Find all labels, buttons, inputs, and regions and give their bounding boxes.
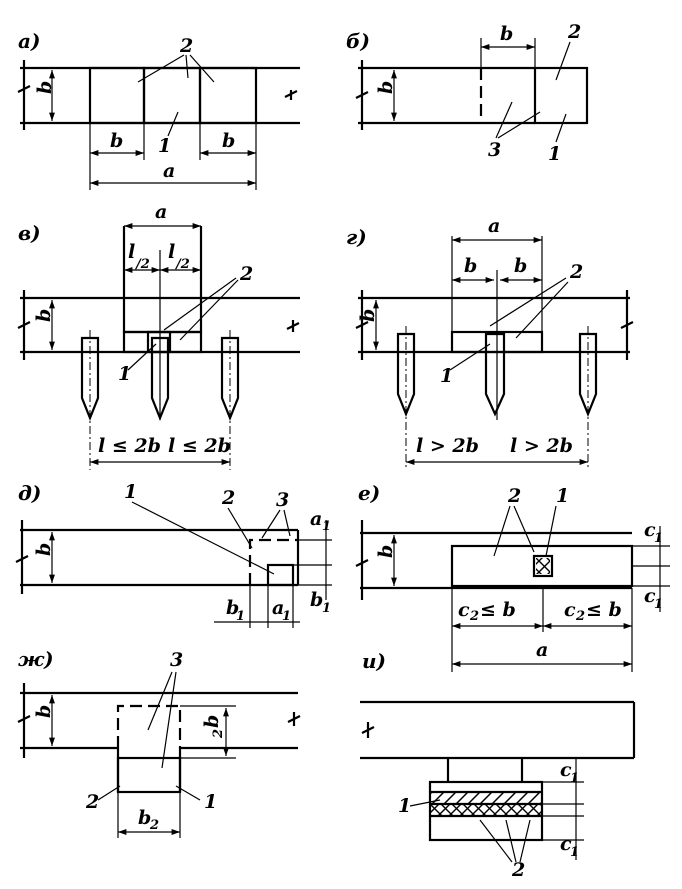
dim-label: 1 [322,519,331,534]
dim-label: b [33,705,55,718]
dim-label: 2 [149,818,159,833]
dim-label: c [644,585,656,607]
callout-3: 3 [276,489,289,511]
callout-2: 2 [179,35,193,57]
dim-label: 1 [570,845,579,860]
dim-label: l > 2b [510,435,573,457]
panel-v: в) a l /2 l /2 b 1 2 l ≤ 2b l ≤ 2b [17,201,300,470]
callout-3: 3 [488,139,501,161]
dim-label: 2 [211,729,226,739]
dim-label: l [168,241,175,263]
callout-1: 1 [124,481,137,503]
panel-v-tag: в) [18,221,41,245]
dim-label: b [310,589,323,611]
callout-1: 1 [118,363,131,385]
dim-label: 1 [570,771,579,786]
dim-label: b [357,309,379,322]
dim-label: c [560,833,572,855]
dim-label: b [375,545,397,558]
dim-label: c [564,599,576,621]
panel-zh-tag: ж) [18,647,54,671]
dim-label: 1 [654,531,663,546]
dim-label: b [222,130,235,152]
callout-2: 2 [85,791,99,813]
callout-1: 1 [548,143,561,165]
dim-label: b [138,807,151,829]
dim-label: ≤ b [480,599,516,621]
panel-e: е) b 2 1 c 1 c 1 c 2 ≤ b c 2 ≤ b a [355,481,670,672]
panel-g: г) a b b b 1 2 l > 2b l > 2b [346,215,634,470]
dim-label: 2 [469,609,479,624]
callout-2: 2 [507,485,521,507]
dim-label: c [560,759,572,781]
dim-label: b [226,597,239,619]
dim-label: b [33,309,55,322]
callout-2: 2 [511,859,525,881]
dim-label: b [33,543,55,556]
dim-label: a [163,160,175,182]
dim-label: b [500,23,513,45]
callout-2: 2 [569,261,583,283]
callout-1: 1 [204,791,217,813]
panel-d: д) b 1 2 3 a 1 b 1 b 1 a 1 [15,481,332,628]
callout-1: 1 [440,365,453,387]
panel-a: а) b 2 1 b b a [17,29,300,190]
panel-i-tag: и) [362,649,386,673]
panel-zh: ж) b 3 b 2 2 1 b 2 [17,647,301,838]
callout-2: 2 [239,263,253,285]
callout-1: 1 [158,135,171,157]
panel-g-tag: г) [346,225,367,249]
dim-label: a [536,639,548,661]
panel-b: б) b b 2 3 1 [346,21,589,165]
callout-3: 3 [170,649,183,671]
dim-label: b [514,255,527,277]
dim-label: l [128,241,135,263]
panel-b-tag: б) [346,29,370,53]
dim-label: a [310,508,322,530]
dim-label: b [201,715,223,728]
dim-label: ≤ b [586,599,622,621]
panel-d-tag: д) [18,481,41,505]
dim-label: c [644,519,656,541]
dim-label: b [375,81,397,94]
callout-1: 1 [556,485,569,507]
dim-label: a [488,215,500,237]
dim-label: b [34,81,56,94]
dim-label: a [272,597,284,619]
callout-2: 2 [567,21,581,43]
dim-label: 2 [575,609,585,624]
dim-label: /2 [134,257,150,272]
panel-i: и) c 1 c 1 1 2 [360,649,636,881]
panel-a-tag: а) [18,29,40,53]
dim-label: 1 [282,609,291,624]
dim-label: c [458,599,470,621]
callout-1: 1 [398,795,411,817]
dim-label: /2 [174,257,190,272]
dim-label: 1 [236,609,245,624]
dim-label: 1 [322,601,331,616]
dim-label: b [464,255,477,277]
dim-label: l ≤ 2b [98,435,161,457]
panel-e-tag: е) [358,481,380,505]
dim-label: a [155,201,167,223]
callout-2: 2 [221,487,235,509]
dim-label: l > 2b [416,435,479,457]
dim-label: l ≤ 2b [168,435,231,457]
dim-label: 1 [654,597,663,612]
dim-label: b [110,130,123,152]
